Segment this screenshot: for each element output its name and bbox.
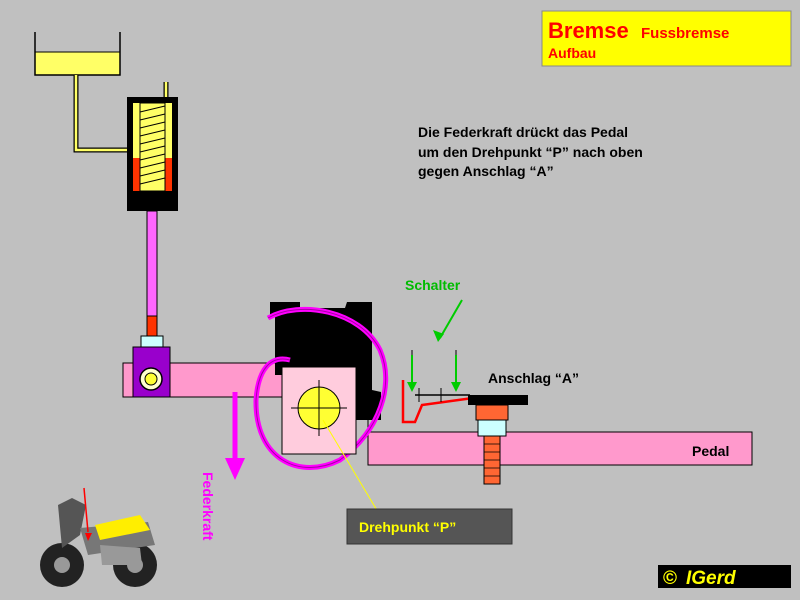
master-cylinder: [127, 97, 178, 211]
drehpunkt-callout: Drehpunkt “P”: [322, 419, 513, 545]
logo-brand: IGerd: [686, 568, 736, 589]
federkraft-label: Federkraft: [200, 472, 216, 541]
stop-a: Anschlag “A”: [468, 370, 579, 405]
description: Die Federkraft drückt das Pedal um den D…: [418, 124, 643, 179]
drehpunkt-label: Drehpunkt “P”: [359, 519, 456, 535]
schalter-callout: Schalter: [405, 277, 463, 392]
title-box: Bremse Fussbremse Aufbau: [541, 10, 792, 67]
pedal-label: Pedal: [692, 443, 729, 459]
cylinder-spring: [139, 105, 166, 185]
return-spring: [253, 306, 389, 470]
description-line-1: Die Federkraft drückt das Pedal: [418, 124, 628, 140]
title-main: Bremse: [548, 18, 629, 43]
adjustment-bolt: [475, 404, 509, 485]
title-sub1: Fussbremse: [641, 25, 729, 42]
title-sub2: Aufbau: [548, 45, 596, 61]
pivot-block: [281, 366, 357, 455]
switch-arrow-icon: [439, 299, 463, 339]
anschlag-label: Anschlag “A”: [488, 370, 579, 386]
pushrod-clevis: [132, 346, 171, 398]
description-line-3: gegen Anschlag “A”: [418, 163, 554, 179]
schalter-label: Schalter: [405, 277, 461, 293]
fluid-reservoir: [34, 32, 121, 76]
description-line-2: um den Drehpunkt “P” nach oben: [418, 144, 643, 160]
logo: © IGerd: [658, 565, 791, 589]
pedal-lever: Pedal: [122, 362, 753, 466]
federkraft-callout: Federkraft: [200, 392, 245, 541]
copyright-icon: ©: [663, 568, 677, 589]
push-rod: [140, 210, 164, 349]
motorcycle-icon: [40, 487, 157, 587]
